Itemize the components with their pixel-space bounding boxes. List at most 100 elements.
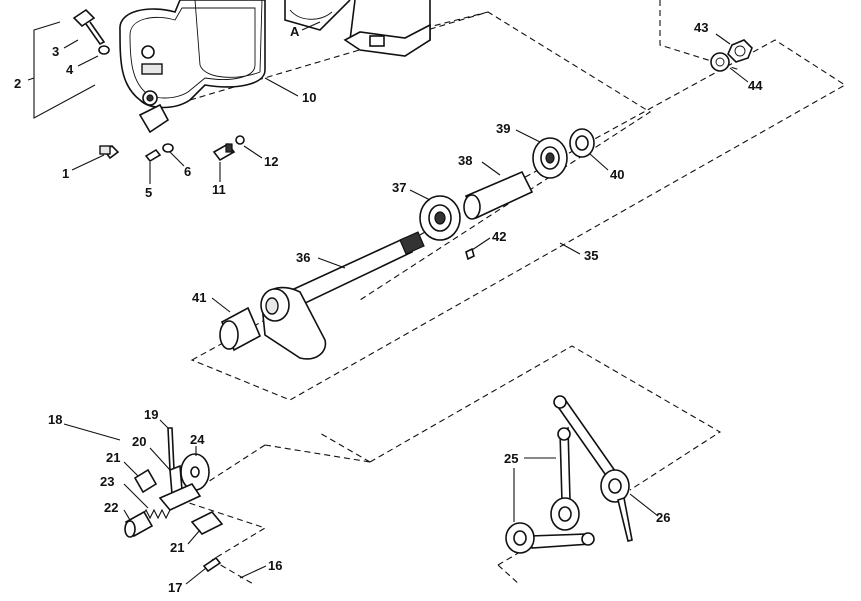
callout-6: 6: [184, 164, 191, 179]
gasket: [194, 0, 263, 78]
callout-5: 5: [145, 185, 152, 200]
callout-18: 18: [48, 412, 62, 427]
leader-40: [589, 153, 609, 171]
leader-39: [515, 129, 541, 143]
group-outline-16: [211, 559, 256, 586]
part-6-washer: [162, 143, 174, 153]
part-25-eye-lower-hole: [513, 530, 527, 546]
leader-36: [317, 257, 346, 269]
leader-25: [513, 457, 556, 522]
callout-26: 26: [656, 510, 670, 525]
leader-16: [239, 565, 267, 579]
callout-16: 16: [268, 558, 282, 573]
callout-12: 12: [264, 154, 278, 169]
leader-20: [149, 447, 171, 471]
leader-43: [715, 33, 731, 45]
part-24-disc-hole: [190, 466, 200, 478]
callout-35: 35: [584, 248, 598, 263]
part-40-washer-hole: [575, 135, 589, 151]
part-3-cap: [72, 8, 96, 28]
leader-1: [71, 154, 105, 171]
callout-41: 41: [192, 290, 206, 305]
leader-35: [559, 242, 581, 255]
callout-21b: 21: [170, 540, 184, 555]
housing-bolt-pad: [369, 35, 385, 47]
callout-3: 3: [52, 44, 59, 59]
part-26-tail: [617, 496, 633, 542]
leader-44: [729, 67, 749, 83]
part-43-nut-hole: [734, 45, 746, 57]
leader-21a: [123, 461, 139, 477]
part-38-tube-end: [463, 194, 481, 220]
callout-42: 42: [492, 229, 506, 244]
part-4-washer: [98, 45, 110, 55]
leader-19: [159, 419, 169, 429]
part-36-hub-inner: [265, 297, 279, 315]
part-44-washer: [710, 52, 730, 72]
callout-43: 43: [694, 20, 708, 35]
part-12-oring: [235, 135, 245, 145]
callout-1: 1: [62, 166, 69, 181]
part-3-stem: [85, 21, 106, 46]
part-lever: [158, 482, 202, 511]
cover-inner-edge: [129, 7, 256, 99]
part-36-spline: [399, 231, 425, 255]
group-outline-top: [189, 11, 652, 301]
callout-17: 17: [168, 580, 182, 595]
callout-20: 20: [132, 434, 146, 449]
leader-23: [123, 483, 149, 509]
housing-arc: [289, 9, 333, 20]
part-37-bearing-bore: [434, 211, 446, 225]
group-outline-25: [497, 551, 521, 586]
leader-21b: [187, 529, 201, 545]
part-5-screw: [144, 148, 162, 163]
callout-22: 22: [104, 500, 118, 515]
leader-42: [471, 237, 491, 251]
leader-10: [264, 77, 299, 97]
part-25-eye-upper-hole: [558, 506, 572, 522]
group-outline-26: [317, 345, 722, 491]
leader-22: [123, 509, 131, 521]
cover-label-plate: [141, 63, 163, 75]
callout-25: 25: [504, 451, 518, 466]
leader-37: [409, 189, 431, 201]
leader-A: [301, 21, 321, 31]
part-25-lower-end: [581, 532, 595, 546]
part-1-plug-head: [99, 145, 111, 155]
cover-plate: [119, 0, 266, 109]
part-25-rod-lower: [529, 533, 591, 549]
part-25-top: [557, 427, 571, 441]
callout-36: 36: [296, 250, 310, 265]
leader-18: [63, 423, 121, 441]
leader-4: [77, 55, 99, 67]
callout-19: 19: [144, 407, 158, 422]
group-outline-18: [179, 444, 371, 561]
part-19-pin: [167, 427, 175, 471]
leader-26: [629, 493, 659, 517]
part-42-key: [465, 247, 475, 261]
part-22-end: [124, 520, 136, 538]
callout-A: A: [290, 24, 300, 39]
part-23-spring: [141, 508, 171, 520]
leader-12: [243, 145, 263, 159]
part-17-screw: [202, 556, 222, 573]
cover-tab: [138, 103, 170, 134]
part-44-washer-hole: [715, 57, 725, 67]
leader-41: [211, 297, 231, 313]
callout-21a: 21: [106, 450, 120, 465]
part-41-sleeve-end: [219, 320, 239, 350]
callout-23: 23: [100, 474, 114, 489]
part-26-end: [553, 395, 567, 409]
part-21-block-upper: [133, 468, 158, 494]
leader-6: [169, 151, 185, 167]
callout-37: 37: [392, 180, 406, 195]
leader-3: [63, 39, 79, 49]
leader-38: [481, 161, 501, 176]
part-39-bearing-bore: [545, 152, 555, 164]
part-26-eye-hole: [608, 478, 622, 494]
part-43-nut: [727, 39, 753, 63]
part-11-hex: [225, 143, 233, 153]
callout-39: 39: [496, 121, 510, 136]
callout-11: 11: [212, 182, 226, 197]
